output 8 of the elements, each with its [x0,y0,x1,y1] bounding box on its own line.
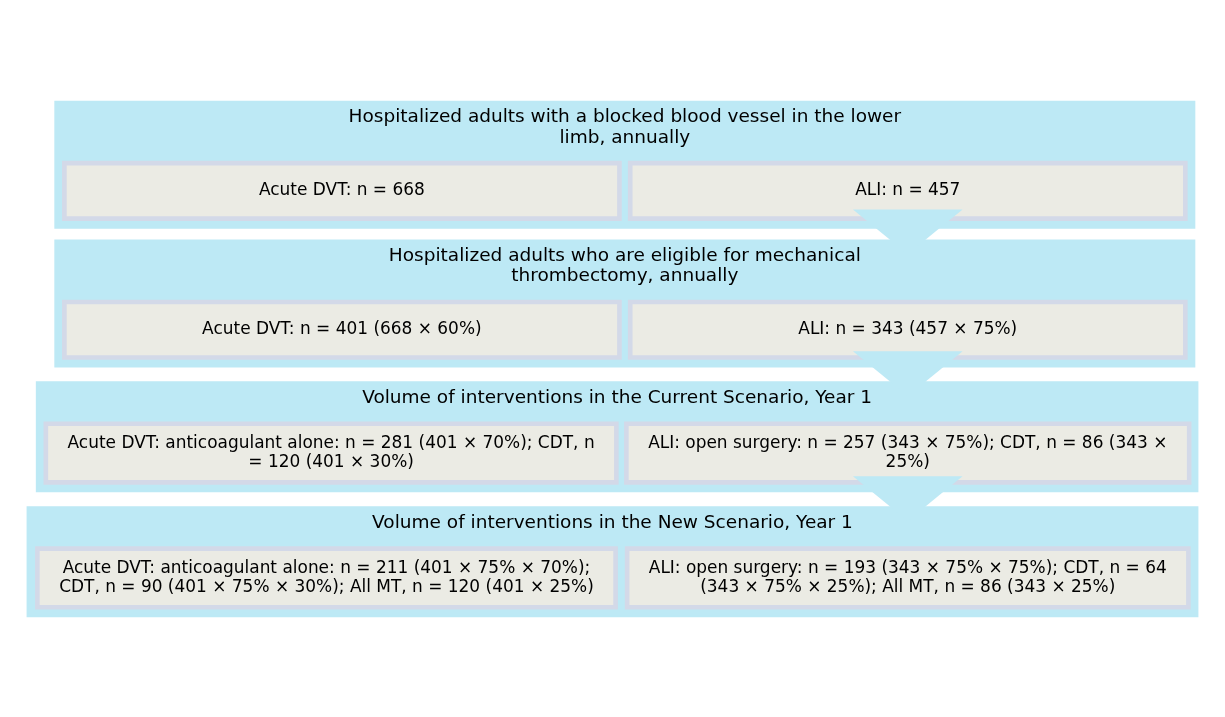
node-box: ALI: n = 343 (457 × 75%) [627,299,1188,360]
node-box: ALI: open surgery: n = 193 (343 × 75% × 75%); CDT, n = 64 (343 × 75% × 25%); All MT, n = 86 (343 × 25%) [624,545,1191,610]
node-box: ALI: open surgery: n = 257 (343 × 75%); CDT, n = 86 (343 × 25%) [624,420,1192,485]
node-box: Acute DVT: n = 668 [62,160,622,221]
node-box: Acute DVT: anticoagulant alone: n = 281 (401 × 70%); CDT, n = 120 (401 × 30%) [43,420,619,485]
node-box: Acute DVT: n = 401 (668 × 60%) [62,299,622,360]
node-box: Acute DVT: anticoagulant alone: n = 211 (401 × 75% × 70%); CDT, n = 90 (401 × 75% × 30%); All MT, n = 120 (401 × 25%) [35,545,618,610]
node-box: ALI: n = 457 [627,160,1188,221]
